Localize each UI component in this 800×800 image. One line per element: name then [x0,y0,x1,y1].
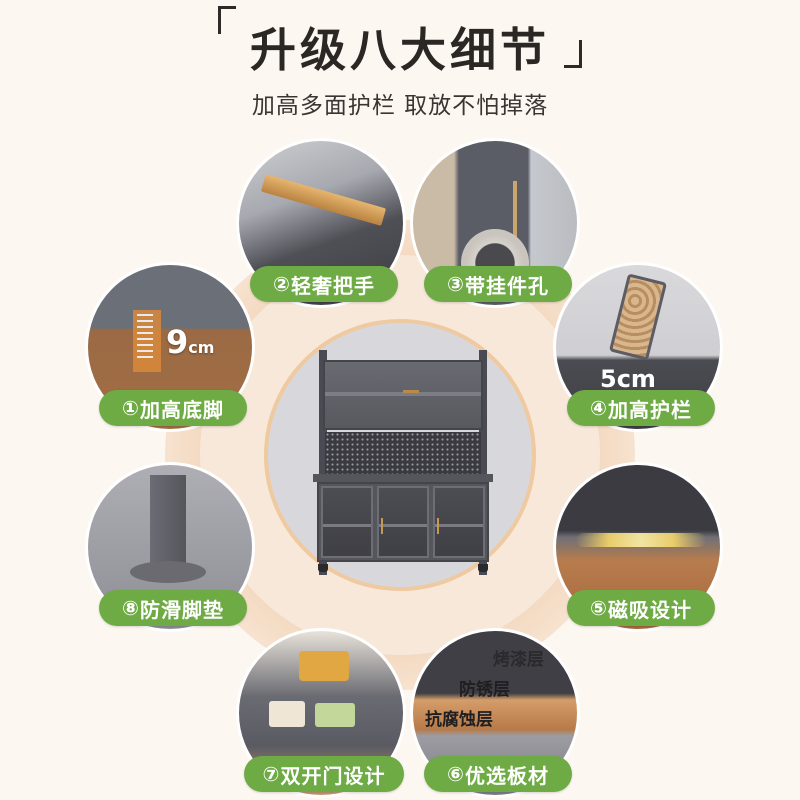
page-title: 升级八大细节 [250,23,550,77]
product-cabinet-image [313,350,493,582]
page-subtitle: 加高多面护栏 取放不怕掉落 [251,93,549,119]
cabinet-pegboard [325,432,481,474]
cabinet-upper-shelves [323,360,483,430]
cabinet-countertop [313,474,493,482]
cabinet-lower-doors [317,482,489,562]
right-bracket-decoration [564,40,582,68]
left-bracket-decoration [218,6,236,34]
